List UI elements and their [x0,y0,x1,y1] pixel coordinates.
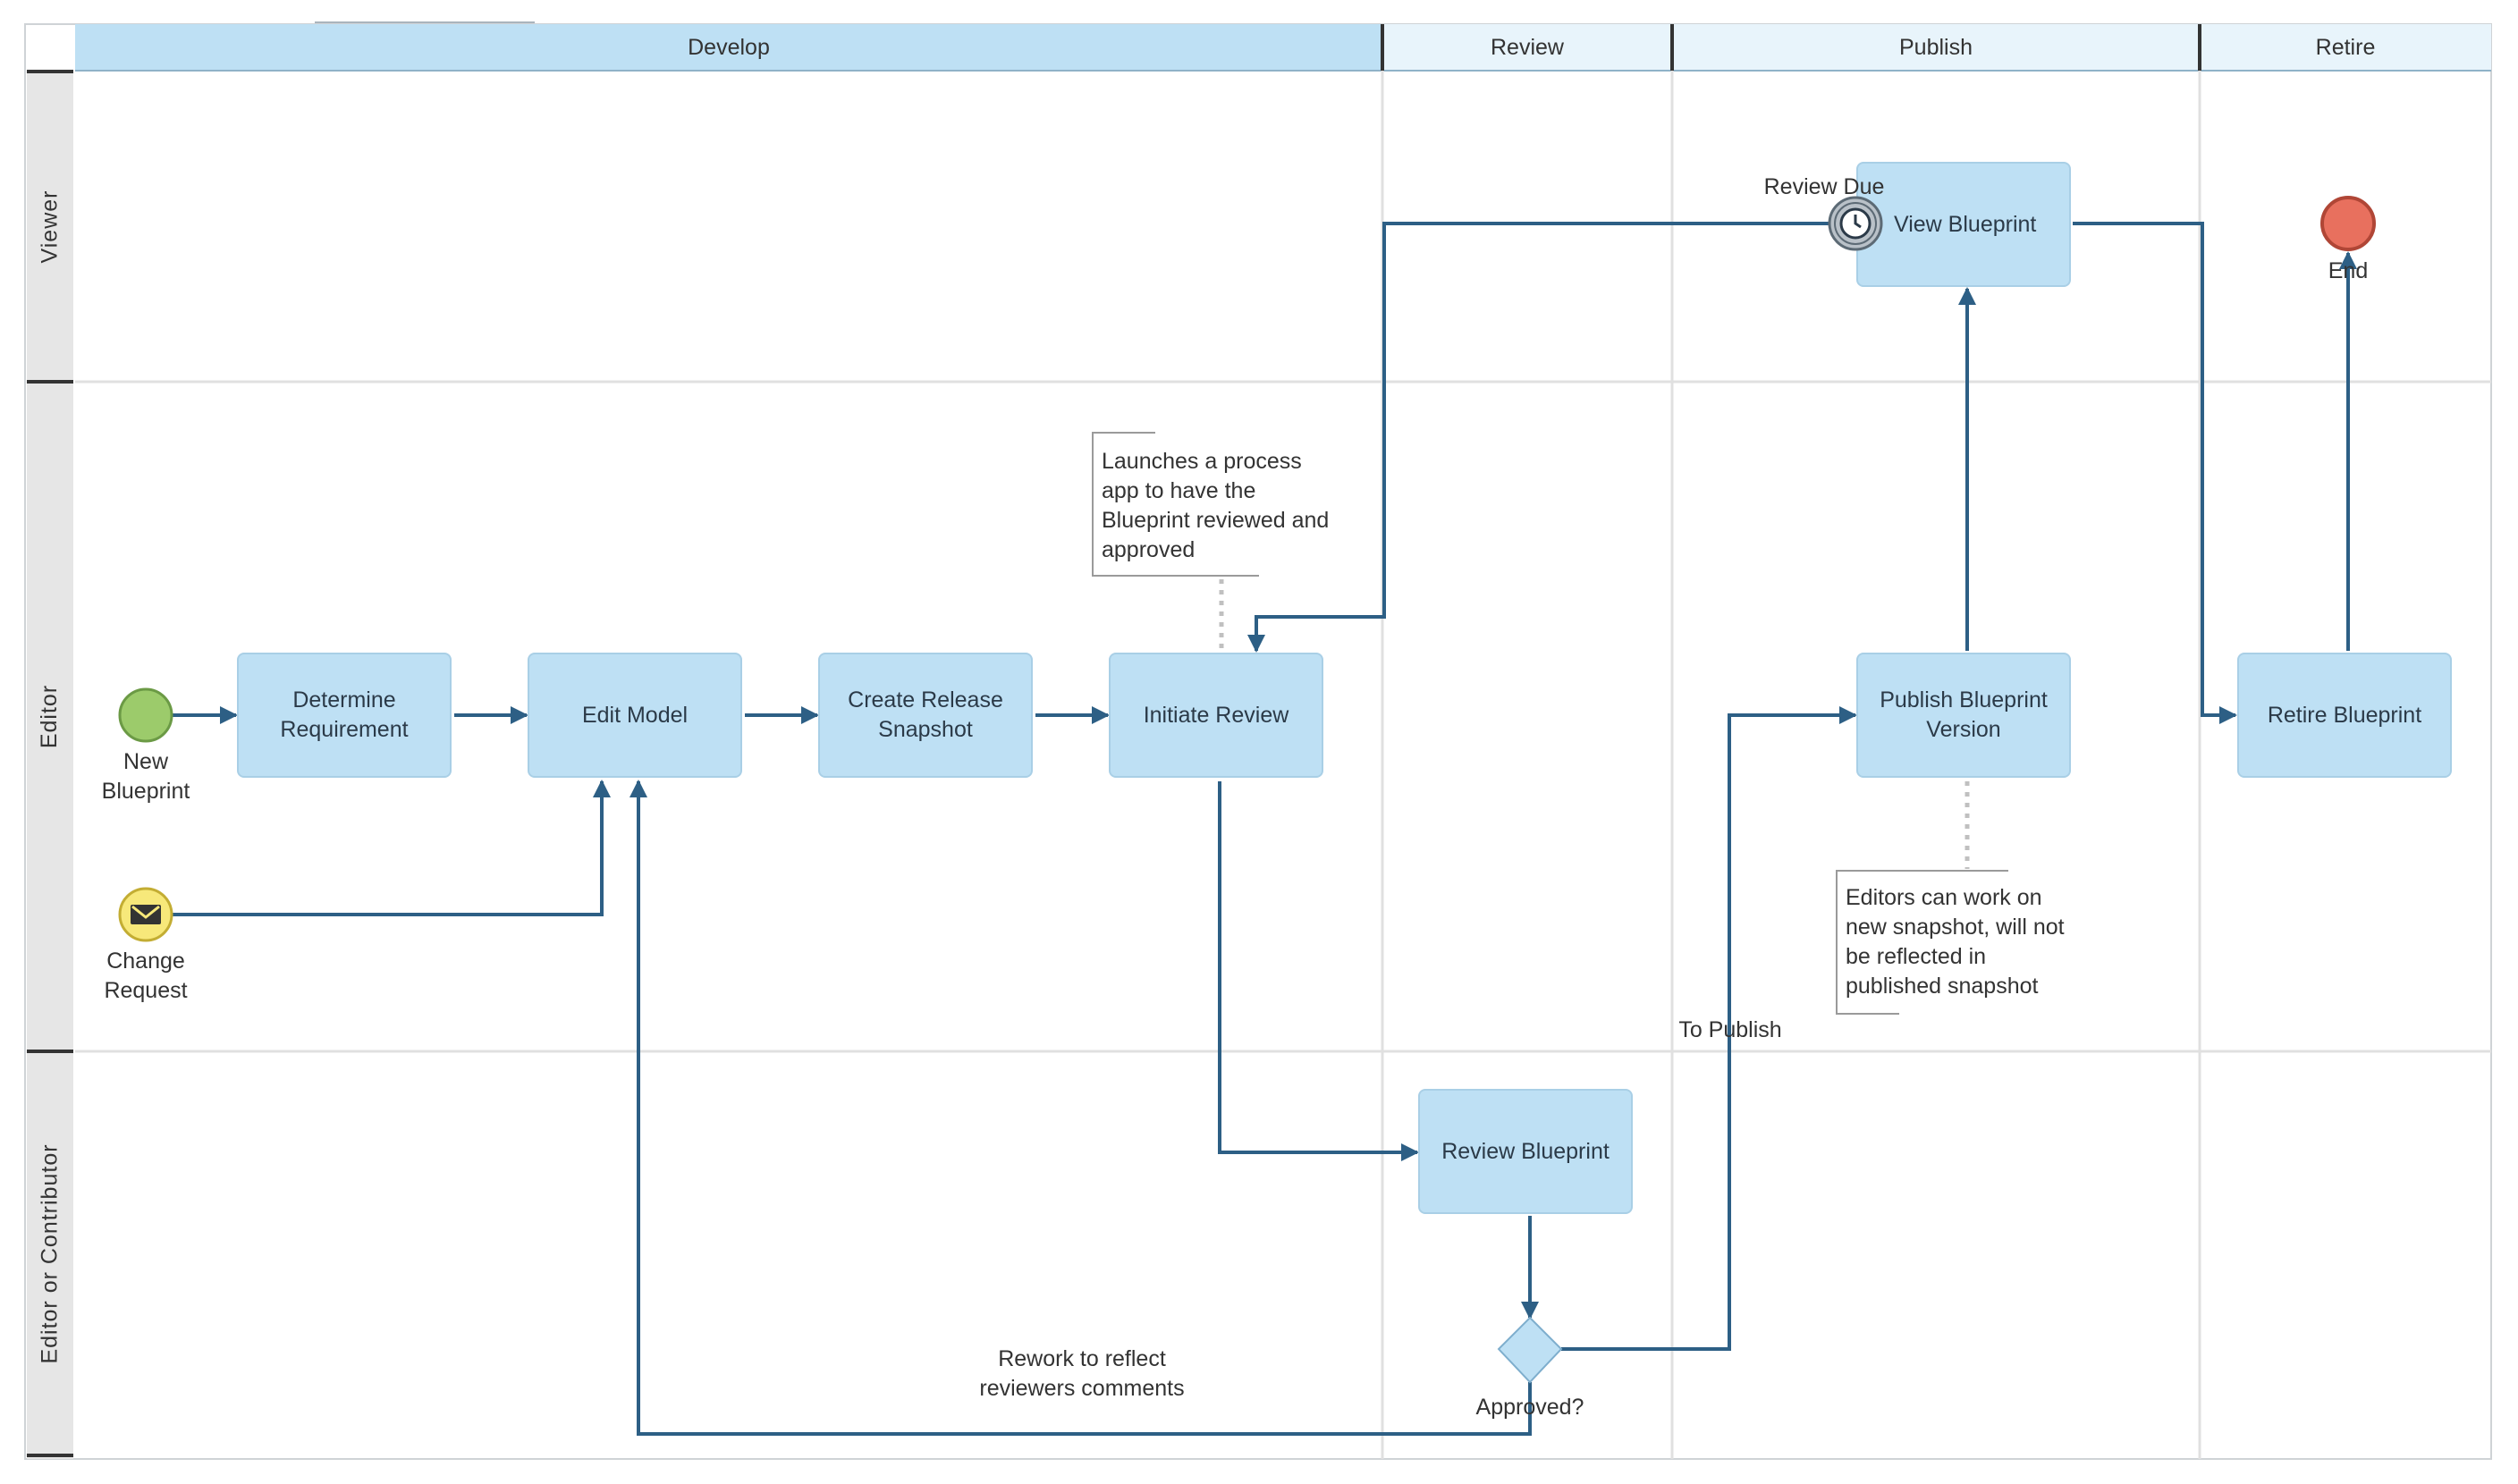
flow-rework [630,780,1532,1436]
annotation-initiate-review: Launches a process app to have the Bluep… [1102,449,1330,562]
to-publish-label: To Publish [1678,1017,1782,1042]
clock-icon [1839,207,1872,240]
annotation-bracket-initiate-review [1092,432,1259,577]
task-edit-model[interactable]: Edit Model [528,653,742,778]
flow-review-due-to-initiate [1247,222,1830,653]
flow-change-request-to-edit [173,780,611,916]
task-view-blueprint[interactable]: View Blueprint [1856,162,2071,287]
flow-to-publish [1561,706,1857,1351]
phase-header-review: Review [1491,34,1564,60]
task-publish-blueprint-version[interactable]: Publish Blueprint Version [1856,653,2071,778]
annotation-bracket-publish [1836,870,2008,1015]
flow-initiate-to-review-blueprint [1218,781,1419,1161]
flow-view-to-retire [2073,222,2237,724]
review-due-timer-event[interactable] [1824,192,1887,255]
phase-header-publish: Publish [1899,34,1973,60]
end-event[interactable] [2320,196,2376,251]
lane-label-viewer: Viewer [37,190,63,264]
phase-header-bg-review [1382,24,1672,71]
envelope-icon [131,905,161,924]
lane-label-editor-or-contributor: Editor or Contributor [37,1143,63,1364]
approved-gateway-label: Approved? [1475,1395,1584,1420]
annotation-publish: Editors can work on new snapshot, will n… [1846,885,2065,999]
change-request-label: Change Request [104,949,188,1003]
review-due-label: Review Due [1763,174,1885,199]
approved-gateway[interactable] [1497,1316,1563,1384]
phase-header-bg-retire [2200,24,2491,71]
new-blueprint-label: New Blueprint [101,749,190,804]
end-event-label: End [2328,258,2369,283]
phase-header-bg-publish [1672,24,2200,71]
rework-label: Rework to reflect reviewers comments [979,1346,1185,1401]
task-determine-requirement[interactable]: Determine Requirement [237,653,452,778]
new-blueprint-start-event[interactable] [118,687,173,743]
task-review-blueprint[interactable]: Review Blueprint [1418,1089,1633,1214]
phase-header-retire: Retire [2315,34,2376,60]
task-retire-blueprint[interactable]: Retire Blueprint [2237,653,2452,778]
lane-label-editor: Editor [37,684,63,749]
phase-header-bg-develop [75,24,1382,71]
phase-header-develop: Develop [688,34,770,60]
lane-label-column [27,72,73,1459]
task-initiate-review[interactable]: Initiate Review [1109,653,1323,778]
task-create-release-snapshot[interactable]: Create Release Snapshot [818,653,1033,778]
